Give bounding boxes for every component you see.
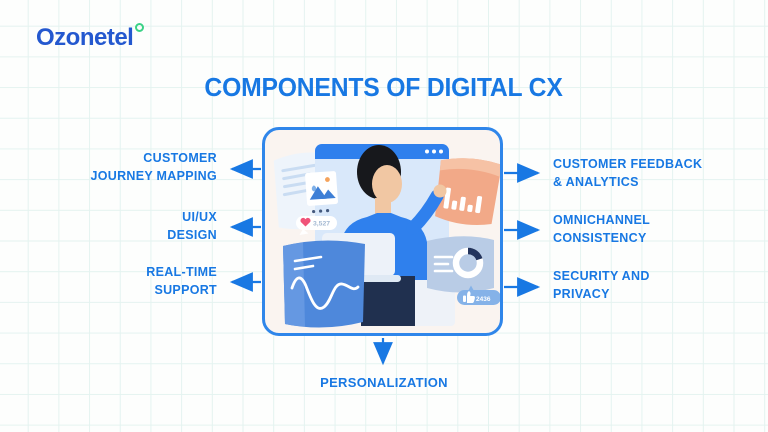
central-illustration-card: 2436 3,527 — [262, 127, 503, 336]
person-pants — [361, 276, 415, 326]
label-security-and-privacy: SECURITY AND PRIVACY — [553, 269, 650, 301]
digital-cx-illustration: 2436 3,527 — [273, 144, 500, 328]
label-uiux-design: UI/UX DESIGN — [167, 210, 217, 242]
image-card — [305, 171, 338, 214]
thumbs-up-badge: 2436 — [457, 285, 500, 305]
browser-dots-icon — [425, 149, 443, 154]
mountain-icon — [309, 186, 327, 200]
sun-icon — [325, 177, 330, 182]
page-title: COMPONENTS OF DIGITAL CX — [204, 72, 564, 102]
likes-badge: 3,527 — [296, 216, 337, 235]
person-hand — [433, 184, 447, 198]
ozonetel-logo-text: Ozonetel — [36, 24, 134, 51]
line-chart-panel — [283, 240, 365, 328]
label-personalization: PERSONALIZATION — [320, 375, 448, 390]
likes-count: 3,527 — [313, 221, 330, 228]
person-face — [372, 165, 402, 203]
label-omnichannel-consistency: OMNICHANNEL CONSISTENCY — [553, 213, 651, 245]
thumbs-up-icon — [463, 291, 475, 303]
ozonetel-logo-ring-icon — [135, 23, 145, 32]
thumbs-count: 2436 — [476, 296, 491, 303]
label-real-time-support: REAL-TIME SUPPORT — [146, 265, 217, 297]
donut-chart-panel — [427, 236, 494, 293]
bar-chart-panel — [435, 158, 500, 225]
label-customer-feedback-analytics: CUSTOMER FEEDBACK & ANALYTICS — [553, 157, 703, 189]
ozonetel-logo: Ozonetel — [36, 23, 145, 51]
heart-icon — [300, 217, 311, 227]
wave-line — [290, 276, 360, 310]
label-customer-journey-mapping: CUSTOMER JOURNEY MAPPING — [90, 151, 217, 183]
